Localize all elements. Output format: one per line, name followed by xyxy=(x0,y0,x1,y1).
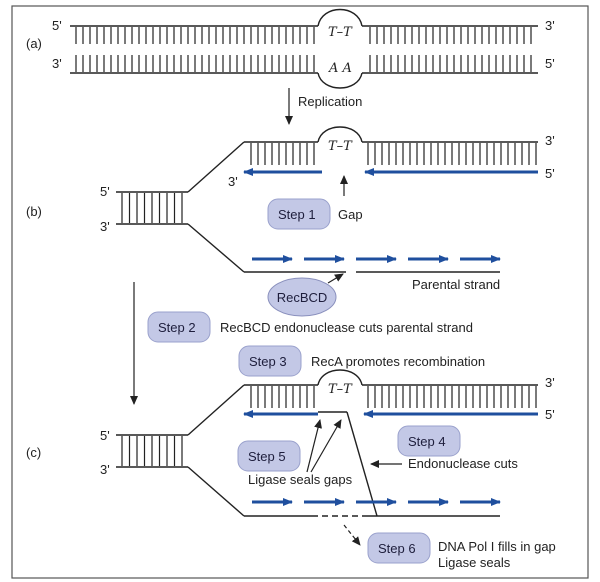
end-3prime-b-right: 3' xyxy=(545,133,555,148)
fork-b xyxy=(116,126,538,273)
step1-label: Step 1 xyxy=(278,207,316,222)
end-3prime-b-left: 3' xyxy=(100,219,110,234)
step4-label: Step 4 xyxy=(408,434,446,449)
polI-pointer-arrow xyxy=(343,524,361,546)
fork-c xyxy=(116,369,538,517)
end-3prime-a-bottom: 3' xyxy=(52,56,62,71)
end-5prime-b-left: 5' xyxy=(100,184,110,199)
base-pair-rungs-a xyxy=(75,27,532,72)
step2-desc: RecBCD endonuclease cuts parental strand xyxy=(220,320,473,335)
lesion-tt-a: T–T xyxy=(328,25,353,40)
ligase-pointer-left xyxy=(306,419,322,473)
duplex-a xyxy=(70,9,538,89)
lesion-tt-c: T–T xyxy=(328,382,353,397)
step6-desc-line1: DNA Pol I fills in gap xyxy=(438,539,556,554)
step1-desc: Gap xyxy=(338,207,363,222)
step1-box xyxy=(267,198,331,230)
parental-strand-label: Parental strand xyxy=(412,277,500,292)
panel-label-c: (c) xyxy=(26,445,41,460)
step5-box xyxy=(237,440,301,472)
panel-label-a: (a) xyxy=(26,36,42,51)
lesion-aa-a: A A xyxy=(328,61,352,76)
step6-desc-line2: Ligase seals xyxy=(438,555,511,570)
step4-box xyxy=(397,425,461,457)
recbcd-pointer-arrow xyxy=(327,273,344,284)
end-3prime-c-left: 3' xyxy=(100,462,110,477)
recbcd-enzyme xyxy=(267,277,337,317)
step3-label: Step 3 xyxy=(249,354,287,369)
recbcd-label: RecBCD xyxy=(277,290,328,305)
ligase-pointer-right xyxy=(310,419,342,473)
panel-label-b: (b) xyxy=(26,204,42,219)
end-5prime-b-right: 5' xyxy=(545,166,555,181)
end-3prime-a-top: 3' xyxy=(545,18,555,33)
diagram-frame xyxy=(11,5,589,579)
base-pair-rungs-c xyxy=(121,386,537,466)
step2-box xyxy=(147,311,211,343)
end-5prime-a-bottom: 5' xyxy=(545,56,555,71)
end-5prime-c-right: 5' xyxy=(545,407,555,422)
end-3prime-b-daughter: 3' xyxy=(228,174,238,189)
base-pair-rungs-b xyxy=(121,143,537,223)
lesion-tt-b: T–T xyxy=(328,139,353,154)
step2-label: Step 2 xyxy=(158,320,196,335)
step3-box xyxy=(238,345,302,377)
step5-label: Step 5 xyxy=(248,449,286,464)
step5-desc: Ligase seals gaps xyxy=(248,472,353,487)
step4-desc: Endonuclease cuts xyxy=(408,456,518,471)
end-3prime-c-right: 3' xyxy=(545,375,555,390)
replication-label: Replication xyxy=(298,94,362,109)
end-5prime-a-top: 5' xyxy=(52,18,62,33)
step6-label: Step 6 xyxy=(378,541,416,556)
end-5prime-c-left: 5' xyxy=(100,428,110,443)
step6-box xyxy=(367,532,431,564)
step3-desc: RecA promotes recombination xyxy=(311,354,485,369)
